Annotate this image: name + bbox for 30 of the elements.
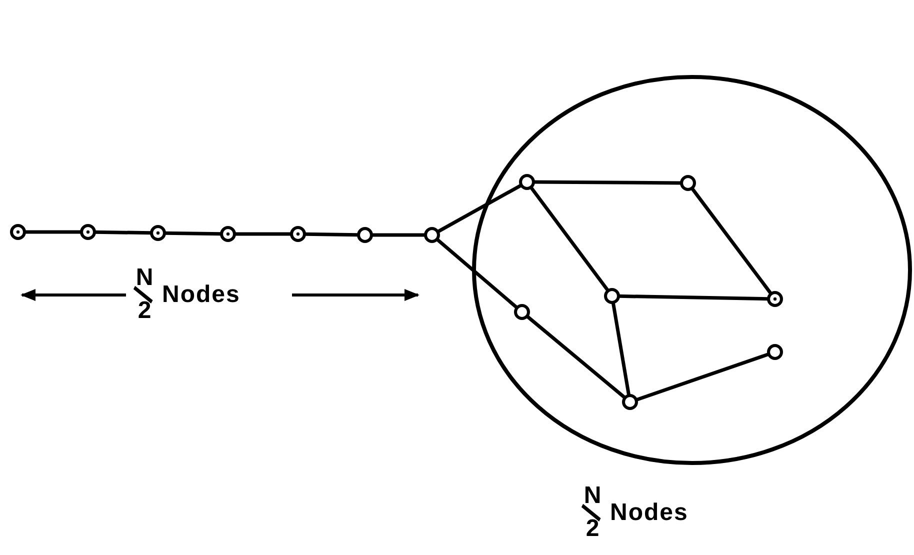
dotted-node-circle	[290, 226, 306, 242]
connector-line	[94, 230, 152, 235]
connector-line	[618, 294, 768, 301]
cluster-circle	[472, 75, 912, 465]
connector-line	[530, 186, 610, 292]
connector-line	[690, 188, 772, 294]
node-circle	[424, 227, 440, 243]
connector-line	[304, 232, 358, 237]
dotted-node-circle	[80, 224, 96, 240]
connector-line	[636, 352, 769, 402]
connector-line	[534, 180, 682, 185]
node-circle	[357, 227, 373, 243]
dotted-node-circle	[220, 226, 236, 242]
node-circle	[519, 174, 535, 190]
connector-line	[437, 184, 522, 234]
dotted-node-circle	[10, 224, 26, 240]
connector-line	[436, 238, 518, 309]
connector-line	[235, 232, 291, 236]
connector-line	[25, 230, 81, 234]
connector-line	[526, 315, 626, 399]
node-circle	[680, 175, 696, 191]
connector-line	[164, 231, 222, 236]
connector-line	[611, 302, 631, 396]
connector-line	[372, 233, 425, 237]
node-circle	[604, 288, 620, 304]
dotted-node-circle	[767, 291, 783, 307]
node-circle	[514, 304, 530, 320]
dotted-node-circle	[150, 225, 166, 241]
node-circle	[622, 394, 638, 410]
node-circle	[767, 344, 783, 360]
